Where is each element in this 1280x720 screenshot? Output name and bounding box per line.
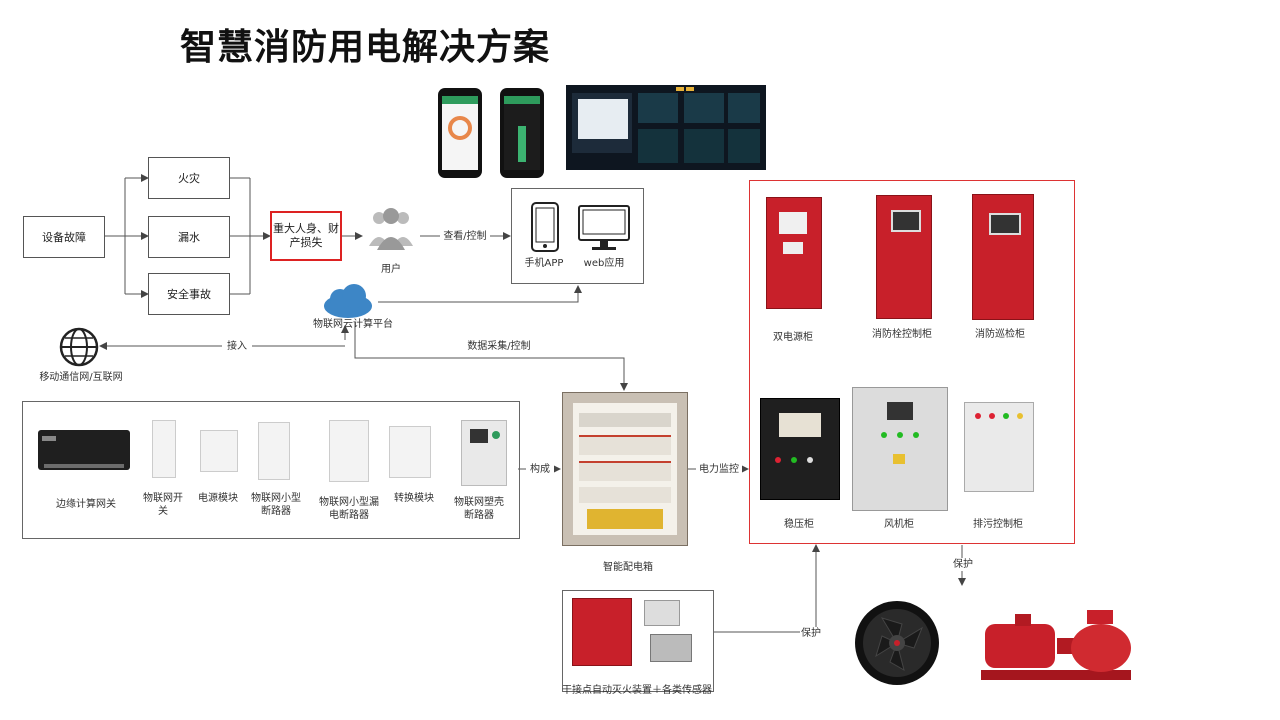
component-label-3: 物联网小型断路器 [251, 493, 301, 517]
fire-box: 火灾 [148, 157, 230, 199]
fan-cabinet-image [852, 387, 948, 511]
patrol-label: 消防巡检柜 [975, 329, 1025, 340]
power-module-image [200, 430, 238, 472]
iot-platform-label: 物联网云计算平台 [313, 319, 393, 330]
drainage-label: 排污控制柜 [973, 519, 1023, 530]
dual-power-cabinet-image [766, 197, 822, 309]
web-app-label: web应用 [583, 258, 625, 269]
component-label-1: 物联网开关 [143, 493, 183, 517]
smart-box-label: 智能配电箱 [603, 562, 653, 573]
leak-box: 漏水 [148, 216, 230, 258]
app-box [511, 188, 644, 284]
extinguisher-frame [562, 590, 714, 692]
mobile-app-label: 手机APP [524, 258, 564, 269]
edge-gateway-image [38, 430, 130, 470]
page-title: 智慧消防用电解决方案 [180, 27, 551, 68]
device-fault-box: 设备故障 [23, 216, 105, 258]
compose-label: 构成 [526, 463, 554, 476]
fan-label: 风机柜 [884, 519, 914, 530]
data-collect-label: 数据采集/控制 [464, 340, 534, 353]
patrol-cabinet-image [972, 194, 1034, 320]
phone-icon [531, 202, 559, 252]
axial-fan-image [855, 601, 939, 685]
mini-leak-breaker-image [329, 420, 369, 482]
cloud-icon [324, 284, 372, 318]
access-label: 接入 [222, 340, 252, 353]
component-label-4: 物联网小型漏电断路器 [319, 497, 379, 521]
fire-pump-image [981, 610, 1131, 680]
protect-label-2: 保护 [952, 558, 974, 571]
phone-screenshot-1 [438, 88, 482, 178]
dashboard-screenshot [566, 85, 766, 170]
mini-breaker-image [258, 422, 290, 480]
conversion-module-image [389, 426, 431, 478]
protect-label-1: 保护 [800, 627, 822, 640]
cabinets-frame [749, 180, 1075, 544]
monitor-icon [578, 205, 630, 250]
smart-box-image [562, 392, 688, 546]
drainage-cabinet-image [964, 402, 1034, 492]
stabilizer-cabinet-image [760, 398, 840, 500]
phone-screenshot-2 [500, 88, 544, 178]
sensor-image-2 [650, 634, 692, 662]
component-label-2: 电源模块 [198, 493, 238, 504]
major-loss-box: 重大人身、财产损失 [270, 211, 342, 261]
stabilizer-label: 稳压柜 [784, 519, 814, 530]
view-control-label: 查看/控制 [440, 230, 490, 243]
safety-accident-box: 安全事故 [148, 273, 230, 315]
globe-icon [59, 327, 99, 367]
molded-case-breaker-image [461, 420, 507, 486]
mobile-internet-label: 移动通信网/互联网 [39, 372, 123, 383]
component-label-6: 物联网塑壳断路器 [454, 497, 504, 521]
hydrant-cabinet-image [876, 195, 932, 319]
components-frame [22, 401, 520, 539]
extinguisher-image [572, 598, 632, 666]
extinguisher-label: 干接点自动灭火装置＋各类传感器 [562, 685, 712, 696]
user-label: 用户 [381, 264, 401, 275]
component-label-0: 边缘计算网关 [56, 499, 116, 510]
dual-power-label: 双电源柜 [773, 332, 813, 343]
power-monitor-label: 电力监控 [696, 463, 742, 476]
iot-switch-image [152, 420, 176, 478]
sensor-image-1 [644, 600, 680, 626]
hydrant-label: 消防栓控制柜 [872, 329, 932, 340]
users-icon [369, 208, 413, 250]
component-label-5: 转换模块 [394, 493, 434, 504]
